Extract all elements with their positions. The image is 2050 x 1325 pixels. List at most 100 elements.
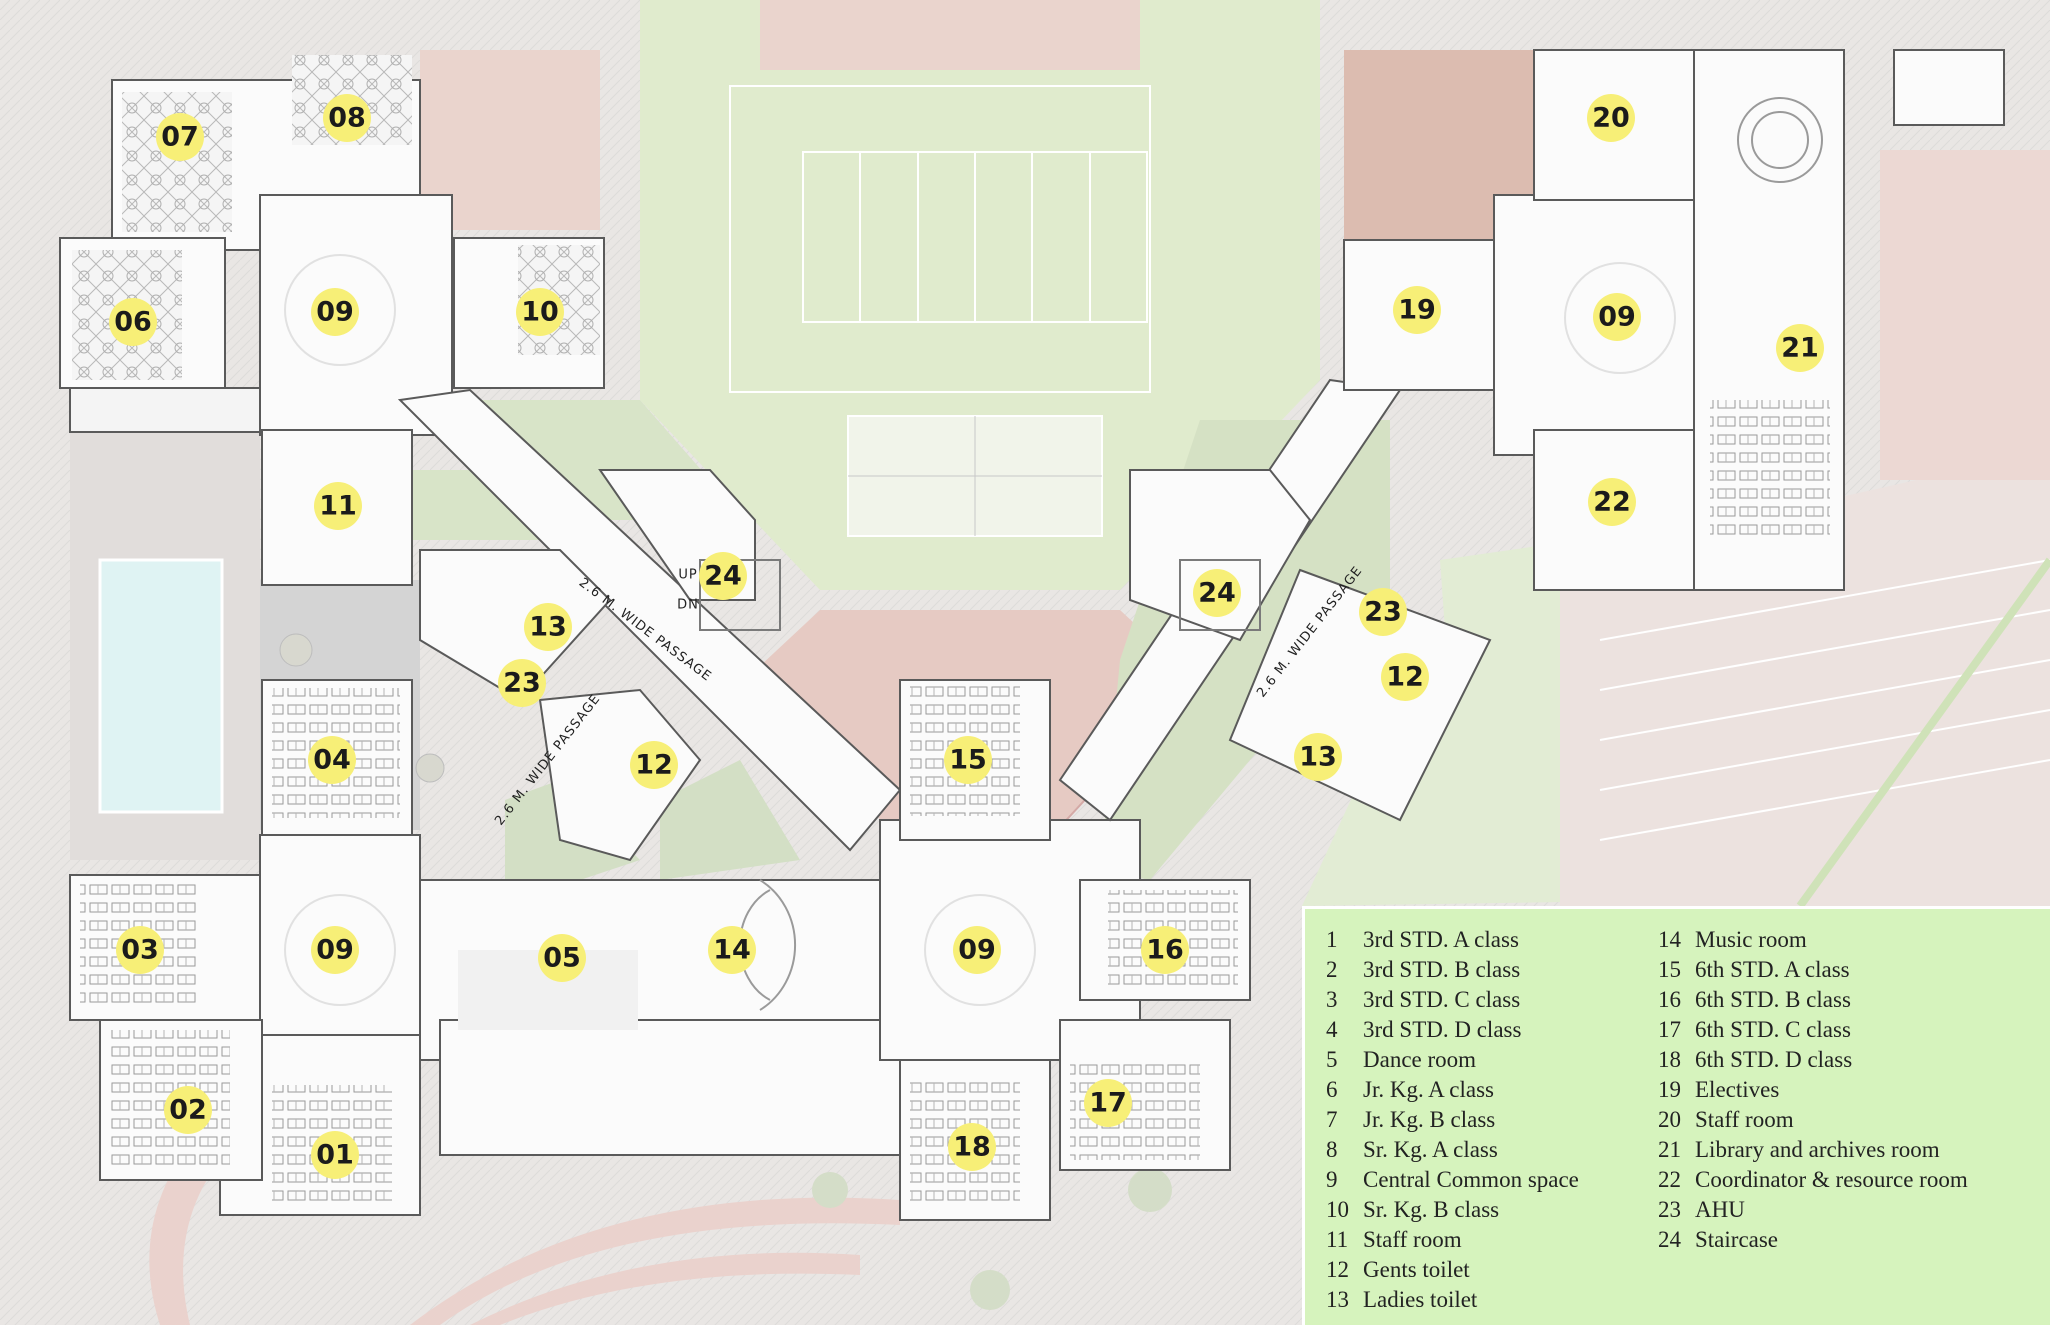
room-09a-marker: 09 [311,288,359,336]
room-22-label: 22 [1593,487,1631,518]
legend-item-number: 4 [1326,1017,1338,1042]
room-03-marker: 03 [116,926,164,974]
legend-item: 6 Jr. Kg. A class [1326,1075,1579,1105]
room-19-label: 19 [1398,295,1436,326]
legend-item-label: Gents toilet [1363,1257,1470,1282]
legend-item-number: 5 [1326,1047,1338,1072]
legend-item-number: 7 [1326,1107,1338,1132]
legend-item-number: 24 [1658,1227,1681,1252]
room-24b-label: 24 [1198,578,1236,609]
room-09c-label: 09 [958,935,996,966]
room-01-marker: 01 [311,1131,359,1179]
legend-item-number: 17 [1658,1017,1681,1042]
legend-item-number: 22 [1658,1167,1681,1192]
room-11-marker: 11 [314,482,362,530]
room-21-label: 21 [1781,333,1819,364]
room-17-label: 17 [1089,1088,1127,1119]
room-09a-label: 09 [316,297,354,328]
legend-item-label: 6th STD. C class [1695,1017,1851,1042]
room-24b-marker: 24 [1193,569,1241,617]
room-24a-label: 24 [704,561,742,592]
room-19-marker: 19 [1393,286,1441,334]
room-13b-label: 13 [1299,742,1337,773]
legend-item: 4 3rd STD. D class [1326,1015,1579,1045]
room-13a-marker: 13 [524,603,572,651]
legend-item-label: 3rd STD. C class [1363,987,1521,1012]
legend-item-label: 3rd STD. D class [1363,1017,1522,1042]
legend-item-label: AHU [1695,1197,1745,1222]
room-23a-label: 23 [503,668,541,699]
room-12b-label: 12 [1386,662,1424,693]
legend-item-number: 12 [1326,1257,1349,1282]
legend-item: 7 Jr. Kg. B class [1326,1105,1579,1135]
room-23b-label: 23 [1364,597,1402,628]
legend-item-number: 6 [1326,1077,1338,1102]
legend-item-number: 9 [1326,1167,1338,1192]
room-05-label: 05 [543,943,581,974]
room-12b-marker: 12 [1381,653,1429,701]
legend-item: 2 3rd STD. B class [1326,955,1579,985]
room-22-marker: 22 [1588,478,1636,526]
legend-item-number: 21 [1658,1137,1681,1162]
room-15-label: 15 [949,745,987,776]
legend-item-label: Central Common space [1363,1167,1579,1192]
room-04-label: 04 [313,745,351,776]
room-16-label: 16 [1146,935,1184,966]
legend-item-number: 10 [1326,1197,1349,1222]
stair-down-label: DN [677,598,699,613]
legend-item-label: 6th STD. D class [1695,1047,1853,1072]
legend-item: 23 AHU [1658,1195,1968,1225]
legend-item-number: 3 [1326,987,1338,1012]
room-01-label: 01 [316,1140,354,1171]
legend-item-label: Music room [1695,927,1807,952]
room-10-label: 10 [521,297,559,328]
room-13b-marker: 13 [1294,733,1342,781]
legend-item-label: 3rd STD. B class [1363,957,1521,982]
legend-item: 18 6th STD. D class [1658,1045,1968,1075]
room-13a-label: 13 [529,612,567,643]
room-23a-marker: 23 [498,659,546,707]
legend-item-number: 16 [1658,987,1681,1012]
legend-item-number: 14 [1658,927,1681,952]
room-15-marker: 15 [944,736,992,784]
legend-item-label: Sr. Kg. B class [1363,1197,1500,1222]
room-10-marker: 10 [516,288,564,336]
legend-item: 3 3rd STD. C class [1326,985,1579,1015]
room-02-marker: 02 [164,1086,212,1134]
legend-item-number: 2 [1326,957,1338,982]
legend-item-number: 11 [1326,1227,1349,1252]
room-08-label: 08 [328,103,366,134]
room-12a-marker: 12 [630,741,678,789]
room-14-marker: 14 [708,926,756,974]
room-17-marker: 17 [1084,1079,1132,1127]
legend-item: 11 Staff room [1326,1225,1579,1255]
legend-item: 17 6th STD. C class [1658,1015,1968,1045]
legend-item-label: 6th STD. B class [1695,987,1851,1012]
legend-item-label: Staff room [1363,1227,1462,1252]
legend-item-label: Sr. Kg. A class [1363,1137,1498,1162]
room-09b-marker: 09 [311,926,359,974]
room-14-label: 14 [713,935,751,966]
room-16-marker: 16 [1141,926,1189,974]
legend-item: 10 Sr. Kg. B class [1326,1195,1579,1225]
legend-item-number: 18 [1658,1047,1681,1072]
room-06-marker: 06 [109,298,157,346]
legend-item-number: 23 [1658,1197,1681,1222]
legend-item-label: Jr. Kg. B class [1363,1107,1496,1132]
room-04-marker: 04 [308,736,356,784]
room-07-label: 07 [161,122,199,153]
stair-up-label: UP [678,568,697,583]
legend-item: 14 Music room [1658,925,1968,955]
legend-item-label: Jr. Kg. A class [1363,1077,1494,1102]
room-20-label: 20 [1592,103,1630,134]
